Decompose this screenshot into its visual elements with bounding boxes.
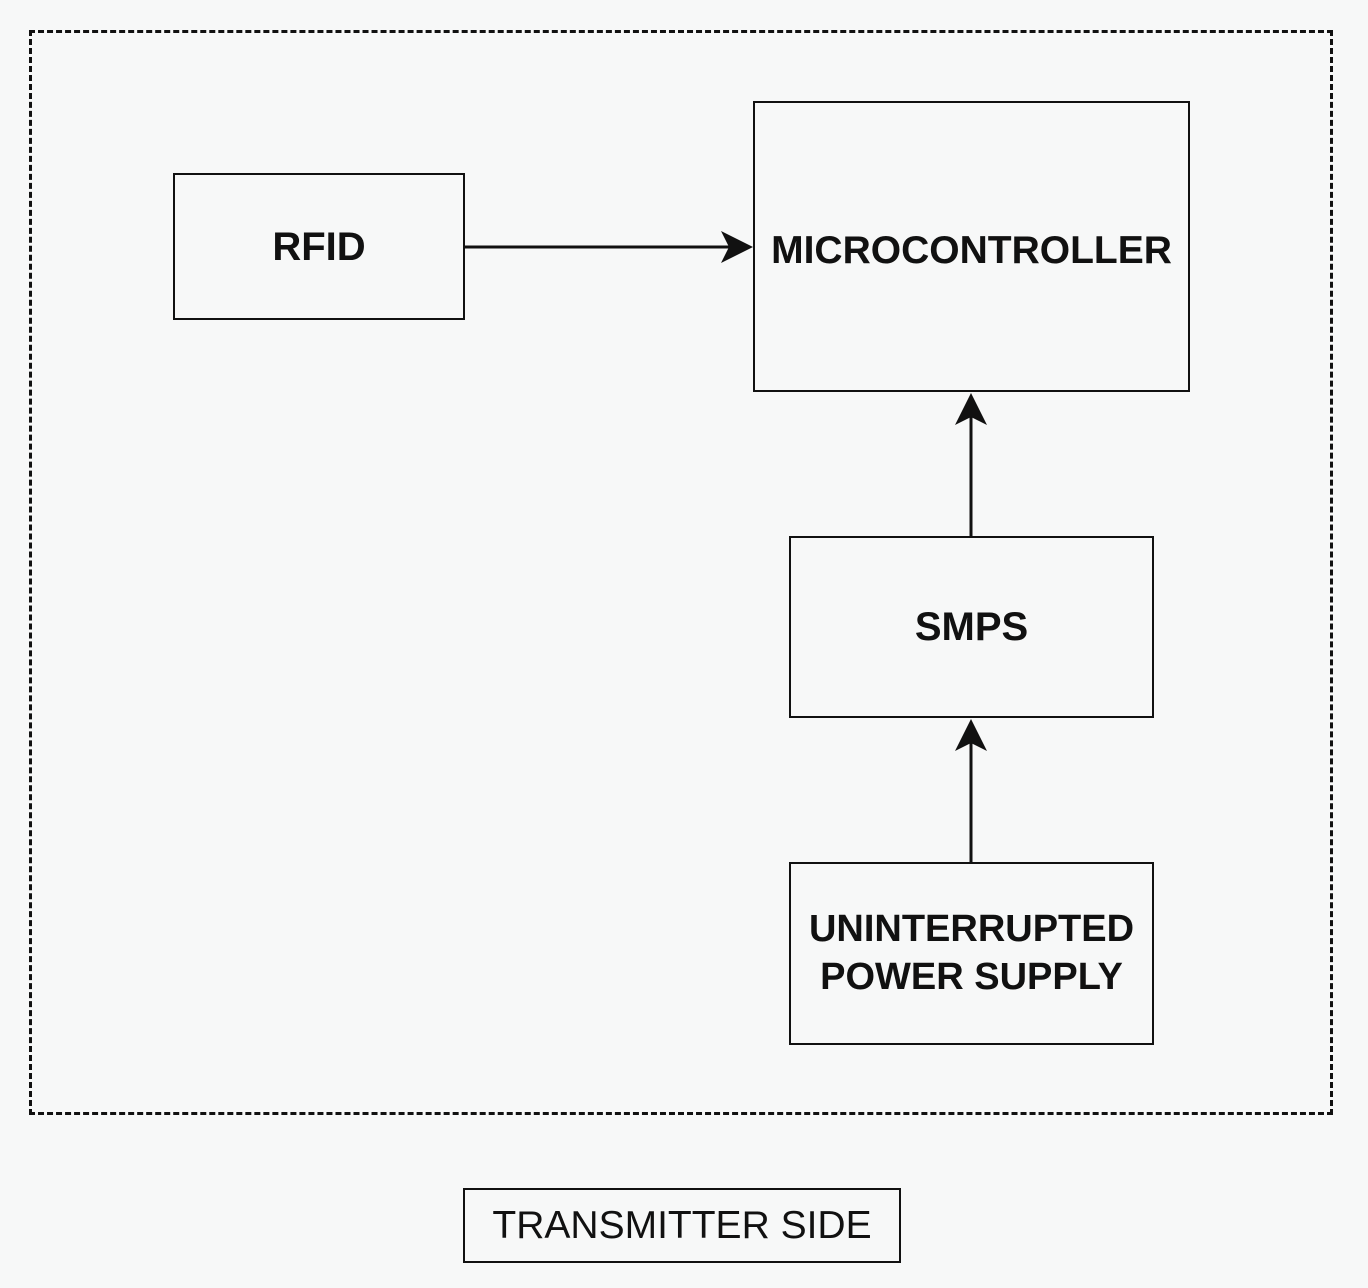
smps-label: SMPS xyxy=(914,605,1029,649)
diagram-caption: TRANSMITTER SIDE xyxy=(463,1188,901,1263)
ups-label-line2: POWER SUPPLY xyxy=(820,955,1123,998)
ups-label-line1: UNINTERRUPTED xyxy=(808,908,1135,950)
rfid-block: RFID xyxy=(173,173,465,320)
ups-block: UNINTERRUPTED POWER SUPPLY xyxy=(789,862,1154,1045)
microcontroller-block: MICROCONTROLLER xyxy=(753,101,1190,392)
transmitter-boundary xyxy=(29,30,1333,1115)
smps-block: SMPS xyxy=(789,536,1154,718)
rfid-label: RFID xyxy=(272,224,366,269)
caption-text: TRANSMITTER SIDE xyxy=(492,1203,872,1247)
microcontroller-label: MICROCONTROLLER xyxy=(771,229,1172,272)
